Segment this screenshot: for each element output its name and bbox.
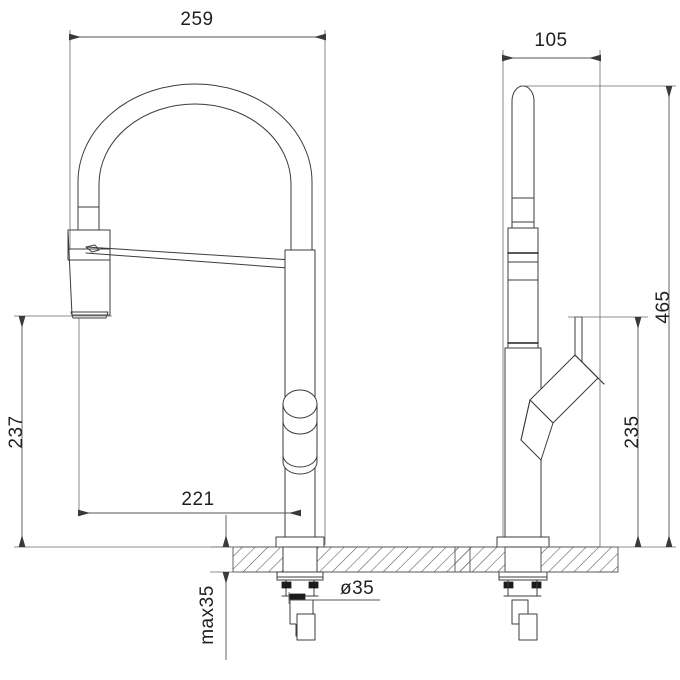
side-hose-tail-right bbox=[518, 613, 538, 641]
side-mounting-shank bbox=[504, 546, 542, 573]
side-base-flange bbox=[496, 536, 550, 548]
spray-head-top-cap bbox=[67, 229, 111, 261]
side-upper-body bbox=[507, 279, 539, 349]
base-flange bbox=[275, 536, 325, 548]
mounting-shank bbox=[282, 546, 318, 573]
mounting-washer bbox=[276, 571, 324, 581]
hose-tail-end-block bbox=[296, 613, 316, 641]
pullout-hose-clip bbox=[85, 244, 100, 253]
pullout-hose-lower bbox=[85, 252, 289, 269]
dim-label-237: 237 bbox=[6, 415, 27, 448]
side-counter-slab-right bbox=[540, 546, 619, 573]
dim-label-105: 105 bbox=[534, 30, 567, 51]
dim-label-d35: ø35 bbox=[340, 578, 374, 599]
side-handle-lower-tip bbox=[520, 399, 531, 441]
side-collar bbox=[507, 227, 539, 281]
spray-head-body bbox=[67, 229, 111, 316]
dim-label-259: 259 bbox=[180, 9, 213, 30]
front-view-group: 259 237 221 max35 ø35 bbox=[6, 9, 471, 660]
side-handle-end-cap bbox=[574, 354, 605, 385]
handle-knob-mid-ellipse bbox=[282, 420, 318, 435]
handle-knob-lower-ellipse bbox=[282, 454, 318, 468]
counter-slab-left bbox=[232, 546, 284, 573]
dim-label-221: 221 bbox=[181, 489, 214, 510]
spout-outer-arc bbox=[77, 83, 313, 253]
nut-left bbox=[281, 581, 292, 589]
handle-knob-outline bbox=[282, 389, 318, 475]
side-mounting-washer bbox=[498, 571, 548, 581]
nut-right bbox=[308, 581, 319, 589]
cross-plate-block bbox=[288, 593, 306, 601]
counter-slab-right bbox=[316, 546, 471, 573]
dim-label-465: 465 bbox=[653, 290, 674, 323]
spout-inner-arc bbox=[98, 103, 292, 251]
dim-label-235: 235 bbox=[622, 415, 643, 448]
side-counter-slab-left bbox=[454, 546, 506, 573]
dim-label-max35: max35 bbox=[197, 585, 218, 645]
handle-knob-top-ellipse bbox=[282, 403, 318, 419]
side-view-group: 105 465 235 bbox=[454, 30, 676, 641]
pullout-hose-upper bbox=[85, 246, 293, 261]
